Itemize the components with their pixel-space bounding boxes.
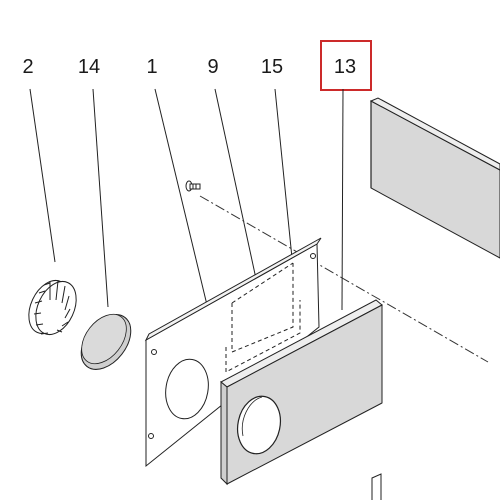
cap — [80, 313, 132, 370]
center-axis-line — [199, 195, 489, 363]
callout-2: 2 — [22, 56, 33, 78]
hidden-component-outline — [225, 262, 301, 373]
callout-14: 14 — [78, 56, 100, 78]
callout-15: 15 — [261, 56, 283, 78]
gasket-panel — [220, 299, 383, 486]
mounting-plate — [144, 237, 322, 468]
grommet — [28, 280, 77, 335]
housing-panel — [369, 97, 500, 259]
screw — [185, 180, 201, 192]
callout-13-highlight-box — [320, 40, 372, 91]
callout-1: 1 — [146, 56, 157, 78]
leader-lines — [29, 88, 344, 311]
lower-bracket — [371, 473, 382, 500]
callout-9: 9 — [207, 56, 218, 78]
callout-13: 13 — [334, 56, 356, 78]
